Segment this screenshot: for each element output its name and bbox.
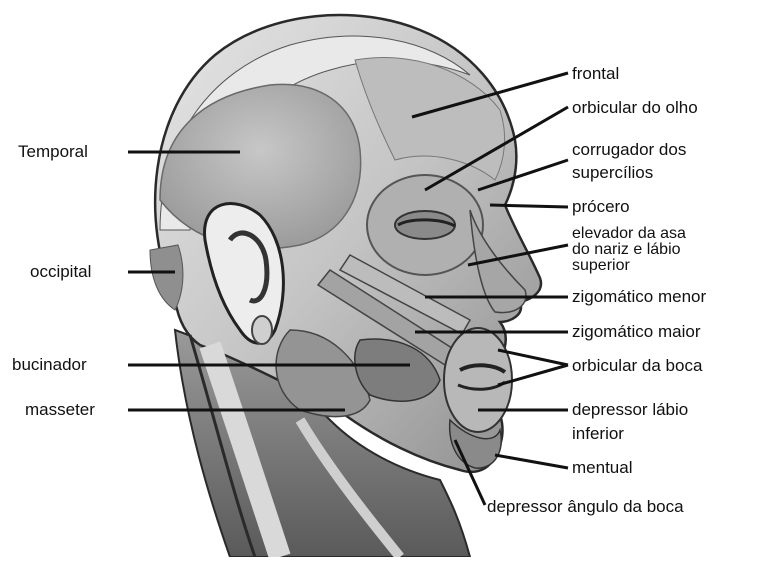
label-elevador-line3: superior [572,258,630,273]
label-orbicular-olho: orbicular do olho [572,98,698,117]
label-zigomatico-menor: zigomático menor [572,287,706,306]
label-mentual: mentual [572,458,632,477]
label-bucinador: bucinador [12,355,87,374]
orbicularis-oris [444,328,512,432]
label-frontal: frontal [572,64,619,83]
occipital-muscle [150,245,183,310]
label-orbicular-boca: orbicular da boca [572,356,702,375]
label-masseter: masseter [25,400,95,419]
label-depressor-labio-line2: inferior [572,424,624,444]
label-elevador-line1: elevador da asa [572,226,686,241]
label-corrugador-line1: corrugador dos [572,140,686,160]
label-depressor-labio-line1: depressor lábio [572,400,688,420]
label-occipital: occipital [30,262,91,281]
label-zigomatico-maior: zigomático maior [572,322,701,341]
label-depressor-angulo: depressor ângulo da boca [487,497,684,516]
label-procero: prócero [572,197,630,216]
eye [395,211,455,239]
label-temporal: Temporal [18,142,88,161]
label-elevador-line2: do nariz e lábio [572,242,681,257]
label-corrugador-line2: supercílios [572,163,653,183]
